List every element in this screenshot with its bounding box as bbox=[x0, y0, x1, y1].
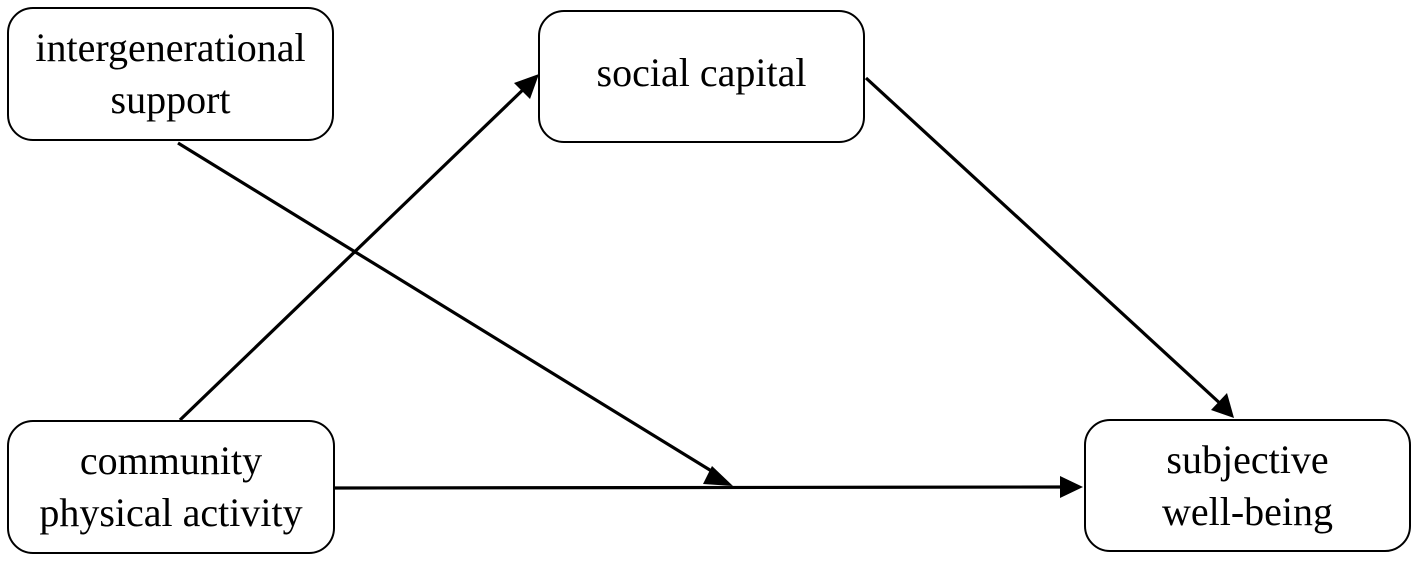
node-label-line: social capital bbox=[596, 49, 807, 95]
arrowhead-swb-direct bbox=[1060, 476, 1083, 498]
node-label-line: subjective bbox=[1166, 436, 1329, 482]
arrow-social-capital-to-swb bbox=[864, 76, 1226, 409]
arrow-cpa-to-swb bbox=[334, 485, 1069, 490]
node-label-line: support bbox=[110, 77, 231, 122]
node-community-physical-activity: community physical activity bbox=[7, 420, 335, 554]
node-label-line: physical activity bbox=[39, 490, 303, 535]
arrowhead-social-capital bbox=[514, 74, 539, 99]
node-subjective-well-being: subjective well-being bbox=[1084, 419, 1411, 552]
node-label-line: community bbox=[79, 438, 263, 483]
node-label-line: intergenerational bbox=[35, 25, 306, 70]
arrowhead-swb-from-social-capital bbox=[1211, 393, 1234, 418]
node-intergenerational-support: intergenerational support bbox=[7, 7, 334, 141]
node-label-line: well-being bbox=[1161, 488, 1334, 534]
node-social-capital: social capital bbox=[538, 10, 865, 143]
arrowhead-moderation bbox=[703, 466, 733, 486]
